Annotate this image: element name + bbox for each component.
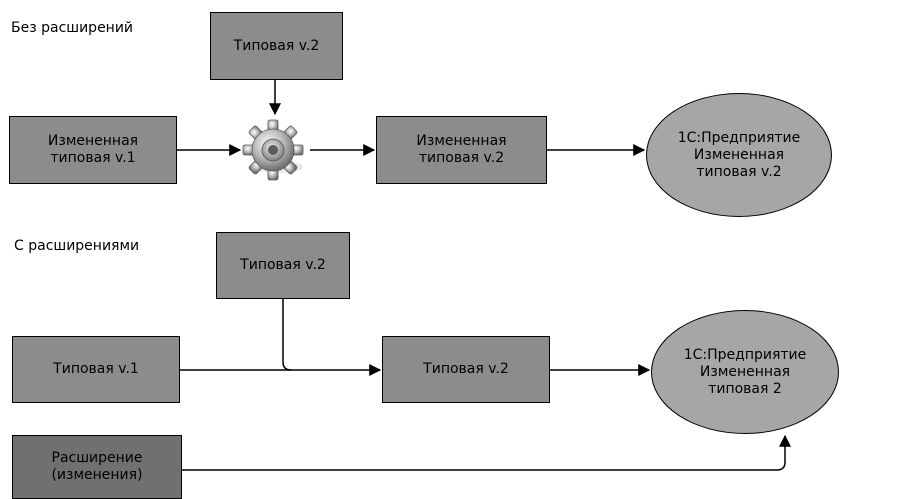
- box-extension-line1: Расширение: [51, 450, 143, 466]
- box-typical-v1-label: Типовая v.1: [53, 361, 139, 377]
- result-ellipse-ext-line2: Измененная: [699, 363, 791, 380]
- box-typical-v2-label: Типовая v.2: [233, 37, 320, 54]
- box-modified-typical-v1-line1: Измененная: [47, 133, 139, 149]
- box-typical-v1: Типовая v.1: [12, 336, 180, 403]
- box-typical-v2-main-label: Типовая v.2: [423, 361, 509, 377]
- box-modified-typical-v2-line2: типовая v.2: [418, 150, 505, 166]
- box-typical-v2-upper-label: Типовая v.2: [240, 257, 326, 273]
- gear-icon: [242, 119, 304, 181]
- section-heading-with-extensions: С расширениями: [14, 238, 140, 254]
- box-extension-line2: (изменения): [51, 467, 143, 483]
- box-modified-typical-v2: Измененная типовая v.2: [376, 116, 547, 184]
- box-modified-typical-v1-line2: типовая v.1: [50, 150, 136, 166]
- box-modified-typical-v2-line1: Измененная: [416, 133, 507, 149]
- box-extension: Расширение (изменения): [12, 435, 182, 499]
- result-ellipse-line2: Измененная: [693, 146, 785, 163]
- box-modified-typical-v1: Измененная типовая v.1: [9, 116, 177, 184]
- box-typical-v2-main: Типовая v.2: [382, 336, 550, 403]
- result-ellipse-ext-line1: 1С:Предприятие: [683, 346, 807, 363]
- arrow-extension-to-result: [182, 434, 791, 471]
- box-typical-v2: Типовая v.2: [210, 12, 343, 80]
- result-ellipse-line3: типовая v.2: [696, 163, 782, 180]
- section-heading-without-extensions: Без расширений: [11, 20, 134, 36]
- result-ellipse-without-extensions: 1С:Предприятие Измененная типовая v.2: [646, 93, 832, 217]
- result-ellipse-line1: 1С:Предприятие: [677, 129, 801, 146]
- line-typical-v2-to-main: [282, 299, 292, 371]
- result-ellipse-with-extensions: 1С:Предприятие Измененная типовая 2: [651, 310, 839, 434]
- result-ellipse-ext-line3: типовая 2: [708, 380, 782, 397]
- box-typical-v2-upper: Типовая v.2: [216, 232, 350, 299]
